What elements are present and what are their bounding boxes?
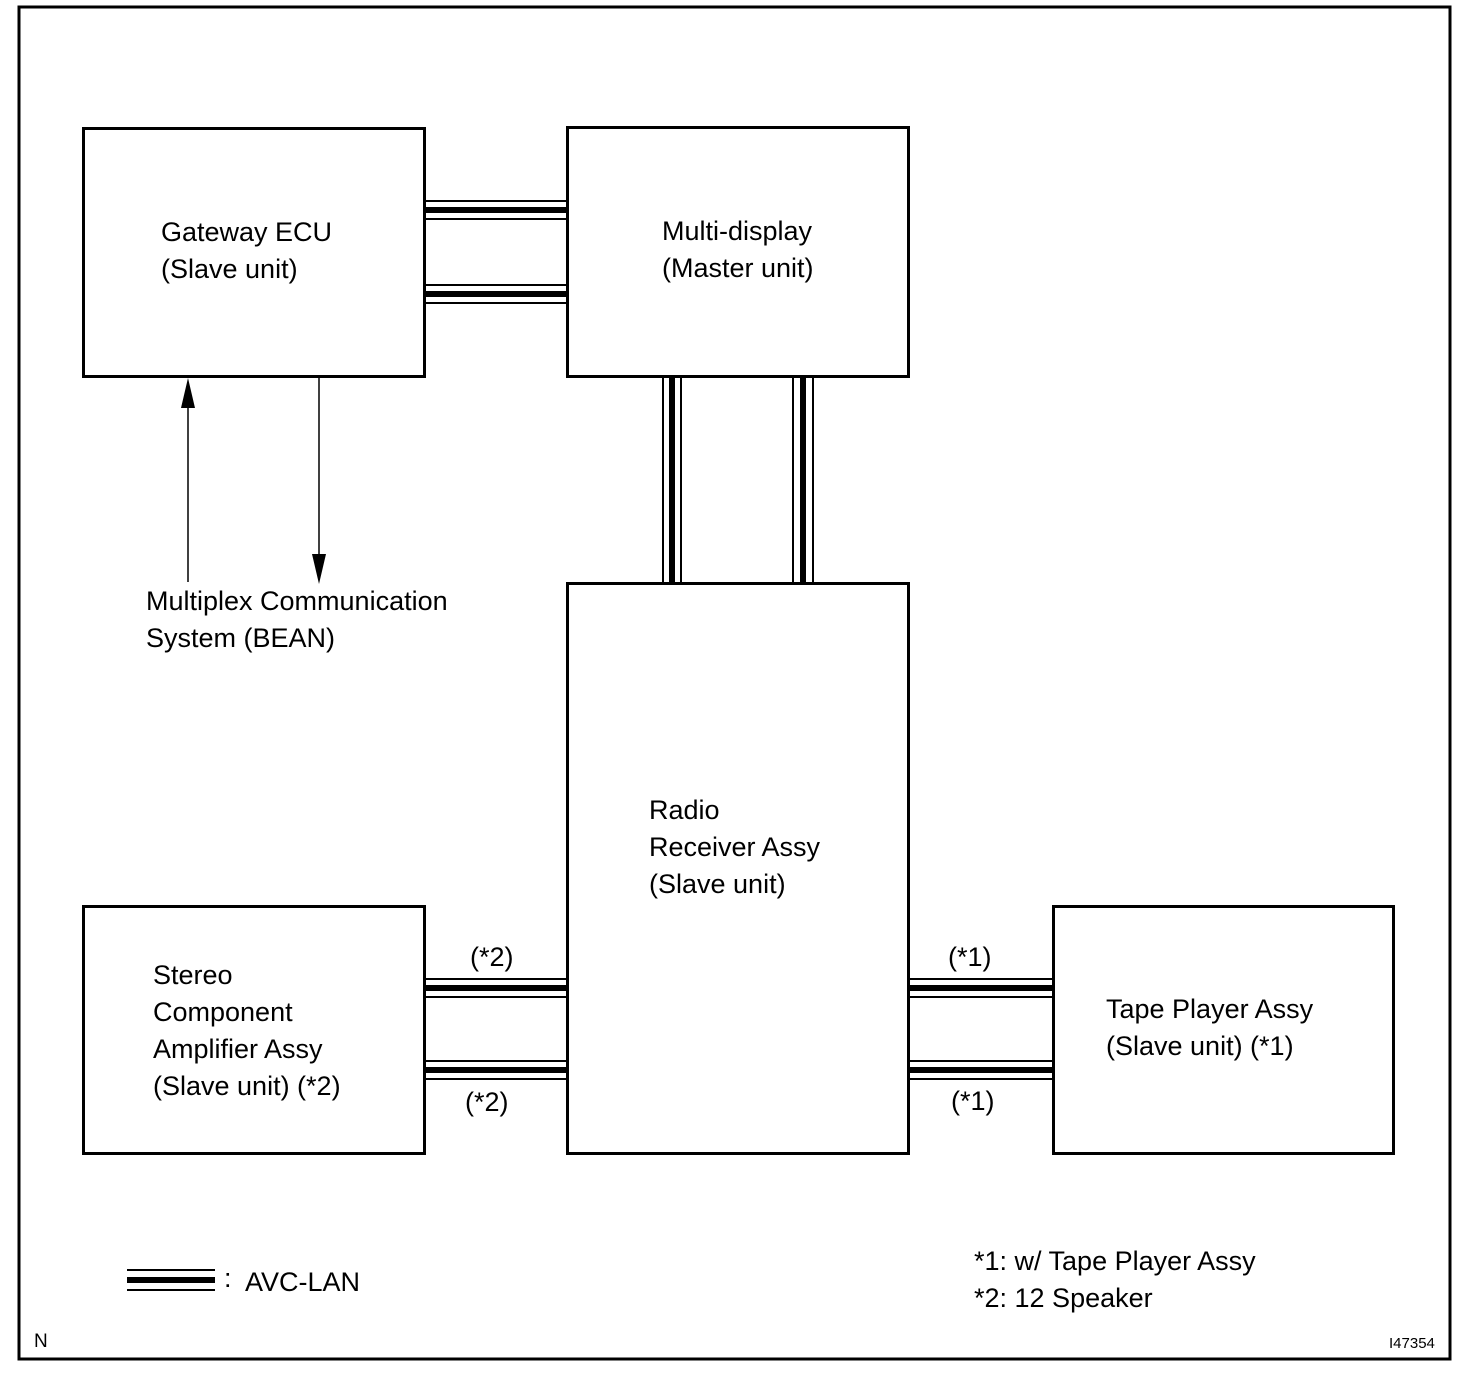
bean-label: Multiplex Communication System (BEAN) bbox=[146, 583, 448, 657]
gateway-ecu-block bbox=[82, 127, 426, 378]
bean-arrow-down bbox=[312, 378, 326, 584]
footnote-1: *1: w/ Tape Player Assy bbox=[974, 1246, 1256, 1276]
radio-receiver-line1: Radio bbox=[649, 795, 720, 825]
amplifier-role: (Slave unit) (*2) bbox=[153, 1071, 341, 1101]
figure-id: I47354 bbox=[1389, 1335, 1435, 1352]
bean-line2: System (BEAN) bbox=[146, 623, 336, 653]
outer-frame bbox=[17, 5, 1452, 1361]
corner-mark-left: N bbox=[34, 1331, 48, 1352]
amplifier-block bbox=[82, 905, 426, 1155]
tape-player-block bbox=[1052, 905, 1395, 1155]
bean-line1: Multiplex Communication bbox=[146, 586, 448, 616]
tape-player-label: Tape Player Assy (Slave unit) (*1) bbox=[1106, 991, 1313, 1065]
amplifier-line2: Component bbox=[153, 997, 293, 1027]
note-tape-bottom: (*1) bbox=[951, 1086, 995, 1116]
avc-lan-radio-tape-upper bbox=[909, 978, 1053, 998]
avc-lan-multidisplay-radio-right bbox=[792, 377, 814, 583]
radio-receiver-role: (Slave unit) bbox=[649, 869, 786, 899]
avc-lan-radio-tape-lower bbox=[909, 1060, 1053, 1080]
multi-display-label: Multi-display (Master unit) bbox=[662, 213, 814, 287]
gateway-ecu-role: (Slave unit) bbox=[161, 254, 298, 284]
legend-label: AVC-LAN bbox=[245, 1267, 361, 1297]
avc-lan-multidisplay-radio-left bbox=[662, 377, 682, 583]
tape-player-name: Tape Player Assy bbox=[1106, 994, 1314, 1024]
multi-display-name: Multi-display bbox=[662, 216, 813, 246]
avc-lan-gateway-multidisplay-upper bbox=[425, 200, 567, 220]
radio-receiver-label: Radio Receiver Assy (Slave unit) bbox=[649, 792, 820, 903]
gateway-ecu-label: Gateway ECU (Slave unit) bbox=[161, 214, 332, 288]
tape-player-role: (Slave unit) (*1) bbox=[1106, 1031, 1294, 1061]
avc-lan-amplifier-radio-upper bbox=[425, 978, 567, 998]
bean-arrow-up bbox=[181, 378, 195, 582]
avc-lan-amplifier-radio-lower bbox=[425, 1060, 567, 1080]
multi-display-block bbox=[566, 126, 910, 378]
avc-lan-legend-symbol bbox=[127, 1269, 215, 1291]
avc-lan-gateway-multidisplay-lower bbox=[425, 284, 567, 304]
note-amp-bottom: (*2) bbox=[465, 1087, 509, 1117]
amplifier-line1: Stereo bbox=[153, 960, 233, 990]
footnotes: *1: w/ Tape Player Assy *2: 12 Speaker bbox=[974, 1243, 1256, 1317]
legend-colon: : bbox=[224, 1263, 232, 1293]
note-tape-top: (*1) bbox=[948, 942, 992, 972]
multi-display-role: (Master unit) bbox=[662, 253, 814, 283]
footnote-2: *2: 12 Speaker bbox=[974, 1283, 1153, 1313]
amplifier-label: Stereo Component Amplifier Assy (Slave u… bbox=[153, 957, 341, 1105]
radio-receiver-line2: Receiver Assy bbox=[649, 832, 821, 862]
radio-receiver-block bbox=[566, 582, 910, 1155]
gateway-ecu-name: Gateway ECU bbox=[161, 217, 333, 247]
amplifier-line3: Amplifier Assy bbox=[153, 1034, 323, 1064]
note-amp-top: (*2) bbox=[470, 942, 514, 972]
